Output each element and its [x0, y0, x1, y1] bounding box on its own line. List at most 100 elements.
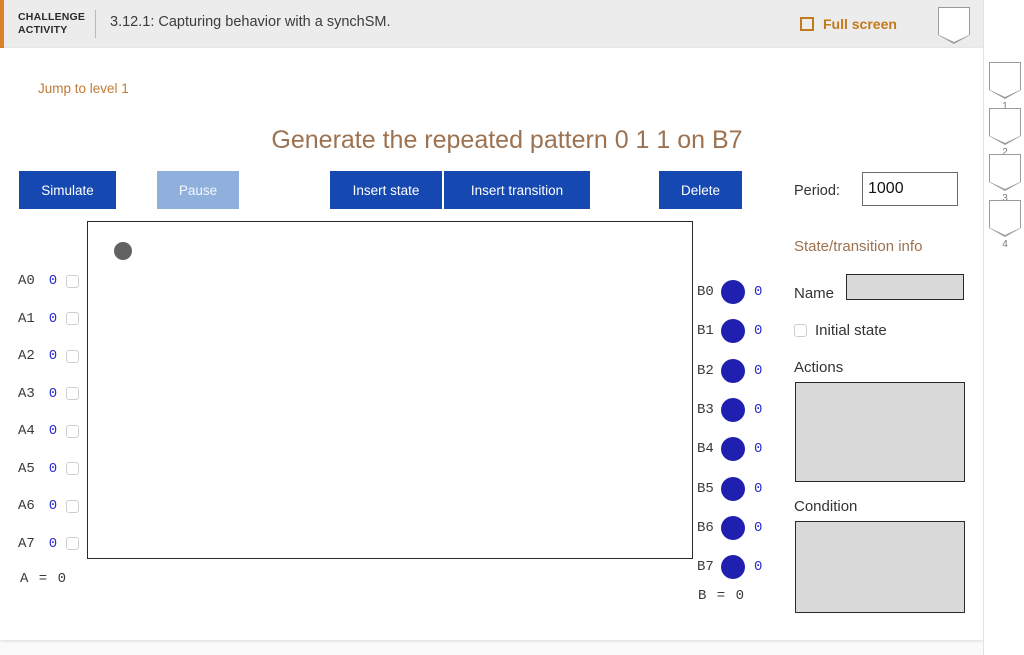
bookmark-icon [989, 62, 1021, 99]
output-pin-row: B0 0 [697, 279, 762, 305]
header-bookmark-icon[interactable] [938, 7, 970, 44]
input-pin-checkbox[interactable] [66, 312, 79, 325]
activity-header: CHALLENGE ACTIVITY 3.12.1: Capturing beh… [0, 0, 983, 48]
input-pin-checkbox[interactable] [66, 274, 79, 288]
header-accent-bar [0, 0, 4, 48]
output-led-icon [721, 515, 745, 540]
input-pin-checkbox[interactable] [66, 537, 79, 550]
input-pin-row: A7 0 [18, 535, 79, 553]
header-divider [95, 10, 96, 38]
input-pin-row: A1 0 [18, 310, 79, 328]
output-led-icon [721, 319, 745, 344]
input-pin-value: 0 [48, 385, 58, 402]
insert-transition-button[interactable]: Insert transition [444, 171, 590, 209]
output-led-icon [721, 476, 745, 501]
state-node[interactable] [114, 242, 132, 260]
badge-line-1: CHALLENGE [18, 11, 86, 23]
input-pin-value: 0 [48, 348, 58, 364]
output-pin-value: 0 [754, 401, 763, 418]
badge-line-2: ACTIVITY [18, 24, 68, 36]
input-pin-value: 0 [48, 273, 58, 289]
activity-title: 3.12.1: Capturing behavior with a synchS… [110, 14, 391, 30]
level-marker-number: 3 [1002, 193, 1008, 204]
output-pin-label: B7 [697, 559, 714, 576]
input-pin-row: A0 0 [18, 272, 79, 290]
level-marker-4[interactable]: 4 [989, 200, 1021, 250]
level-marker-2[interactable]: 2 [989, 108, 1021, 158]
bookmark-icon [989, 200, 1021, 237]
output-pin-label: B6 [697, 519, 714, 536]
output-pin-value: 0 [754, 480, 763, 497]
delete-button[interactable]: Delete [659, 171, 742, 209]
level-marker-number: 2 [1002, 147, 1008, 158]
output-pin-row: B7 0 [697, 554, 762, 580]
output-led-icon [721, 280, 745, 304]
output-pin-row: B3 0 [697, 397, 762, 423]
actions-label: Actions [794, 359, 844, 376]
insert-state-button[interactable]: Insert state [330, 171, 442, 209]
name-input[interactable] [846, 274, 964, 300]
output-pin-value: 0 [754, 559, 763, 576]
period-input[interactable] [862, 172, 958, 206]
input-pin-checkbox[interactable] [66, 462, 79, 475]
level-marker-number: 1 [1002, 101, 1008, 112]
level-marker-1[interactable]: 1 [989, 62, 1021, 112]
output-pin-label: B0 [697, 284, 714, 300]
jump-to-level-link[interactable]: Jump to level 1 [38, 81, 129, 96]
output-pin-row: B1 0 [697, 318, 762, 344]
output-pin-row: B5 0 [697, 476, 762, 502]
input-pin-row: A4 0 [18, 422, 79, 440]
actions-textarea[interactable] [795, 382, 965, 482]
output-pin-value: 0 [754, 362, 763, 379]
full-screen-label: Full screen [823, 16, 897, 32]
output-pin-row: B2 0 [697, 358, 762, 384]
input-pin-label: A6 [18, 498, 35, 514]
output-pin-label: B4 [697, 441, 714, 458]
state-transition-info-title: State/transition info [794, 238, 923, 255]
output-pin-label: B1 [697, 323, 714, 340]
output-led-icon [721, 555, 745, 580]
output-pin-value: 0 [754, 284, 763, 300]
simulate-button[interactable]: Simulate [19, 171, 116, 209]
initial-state-checkbox[interactable]: Initial state [794, 322, 887, 339]
input-pin-label: A7 [18, 535, 35, 552]
input-pin-label: A4 [18, 423, 35, 439]
output-led-icon [721, 397, 745, 422]
output-sum-label: B = 0 [698, 588, 746, 604]
initial-state-label: Initial state [815, 322, 887, 339]
input-pin-value: 0 [48, 535, 58, 552]
input-pin-label: A5 [18, 460, 35, 477]
input-pin-value: 0 [48, 310, 58, 327]
input-pin-checkbox[interactable] [66, 349, 79, 363]
output-pin-value: 0 [754, 323, 763, 340]
input-pin-value: 0 [48, 423, 58, 439]
expand-icon [800, 17, 814, 31]
output-pin-row: B4 0 [697, 436, 762, 462]
checkbox-icon [794, 324, 807, 337]
input-pin-label: A1 [18, 310, 35, 327]
input-pin-checkbox[interactable] [66, 499, 79, 513]
name-label: Name [794, 285, 835, 302]
output-pin-label: B5 [697, 480, 714, 497]
input-pin-checkbox[interactable] [66, 424, 79, 438]
output-pin-value: 0 [754, 441, 763, 458]
condition-label: Condition [794, 498, 858, 515]
condition-textarea[interactable] [795, 521, 965, 613]
level-marker-3[interactable]: 3 [989, 154, 1021, 204]
output-pin-label: B3 [697, 401, 714, 418]
state-machine-canvas[interactable] [87, 221, 693, 559]
input-pin-checkbox[interactable] [66, 387, 79, 400]
pause-button[interactable]: Pause [157, 171, 239, 209]
output-led-icon [721, 358, 745, 383]
output-pin-label: B2 [697, 362, 714, 379]
bookmark-icon [989, 154, 1021, 191]
full-screen-button[interactable]: Full screen [800, 14, 897, 34]
input-pin-label: A0 [18, 273, 35, 289]
input-pin-value: 0 [48, 460, 58, 477]
input-pin-label: A2 [18, 348, 35, 364]
bookmark-icon [989, 108, 1021, 145]
